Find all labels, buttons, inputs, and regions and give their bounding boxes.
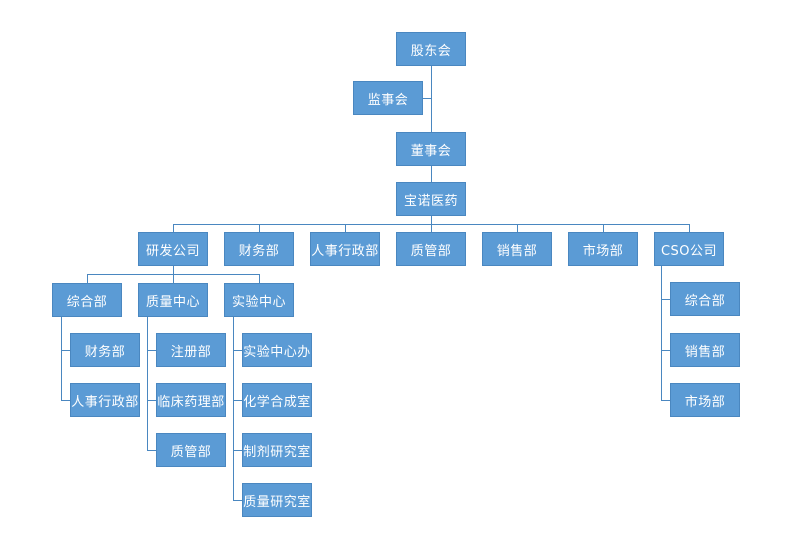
node-shareholders: 股东会 [396,32,466,66]
connector [233,316,234,500]
node-marketing: 市场部 [568,232,638,266]
connector [689,224,690,233]
connector [61,350,71,351]
connector [422,98,432,99]
node-quality-mgmt: 质管部 [396,232,466,266]
connector [345,224,346,233]
node-rd-lab-center: 实验中心 [224,283,294,317]
node-rd-general-hr-admin: 人事行政部 [70,383,140,417]
connector [233,350,243,351]
connector [147,316,148,450]
node-cso-company: CSO公司 [654,232,724,266]
connector [431,224,432,233]
connector [61,400,71,401]
connector [147,350,157,351]
node-rd-general-finance: 财务部 [70,333,140,367]
node-company: 宝诺医药 [396,182,466,216]
node-rd-general: 综合部 [52,283,122,317]
node-rd-company: 研发公司 [138,232,208,266]
connector [517,224,518,233]
node-lab-office: 实验中心办 [242,333,312,367]
node-quality-research: 质量研究室 [242,483,312,517]
node-clinical-pharmacology: 临床药理部 [156,383,226,417]
connector [233,450,243,451]
connector [431,215,432,224]
node-finance: 财务部 [224,232,294,266]
node-rd-quality-center: 质量中心 [138,283,208,317]
node-registration: 注册部 [156,333,226,367]
connector [661,266,662,400]
connector [259,274,260,283]
connector [259,224,260,233]
node-supervisors: 监事会 [353,81,423,115]
connector [87,274,88,283]
connector [661,299,671,300]
connector [661,350,671,351]
connector [147,400,157,401]
node-cso-marketing: 市场部 [670,383,740,417]
node-formulation: 制剂研究室 [242,433,312,467]
connector [233,500,243,501]
node-board: 董事会 [396,132,466,166]
node-cso-sales: 销售部 [670,333,740,367]
connector [173,274,174,283]
connector [147,450,157,451]
node-sales: 销售部 [482,232,552,266]
connector [233,400,243,401]
connector [173,266,174,274]
connector [431,165,432,182]
connector [661,400,671,401]
connector [61,316,62,400]
node-cso-general: 综合部 [670,282,740,316]
node-hr-admin: 人事行政部 [310,232,380,266]
connector [603,224,604,233]
connector [173,224,174,233]
node-chem-synthesis: 化学合成室 [242,383,312,417]
node-quality-dept: 质管部 [156,433,226,467]
